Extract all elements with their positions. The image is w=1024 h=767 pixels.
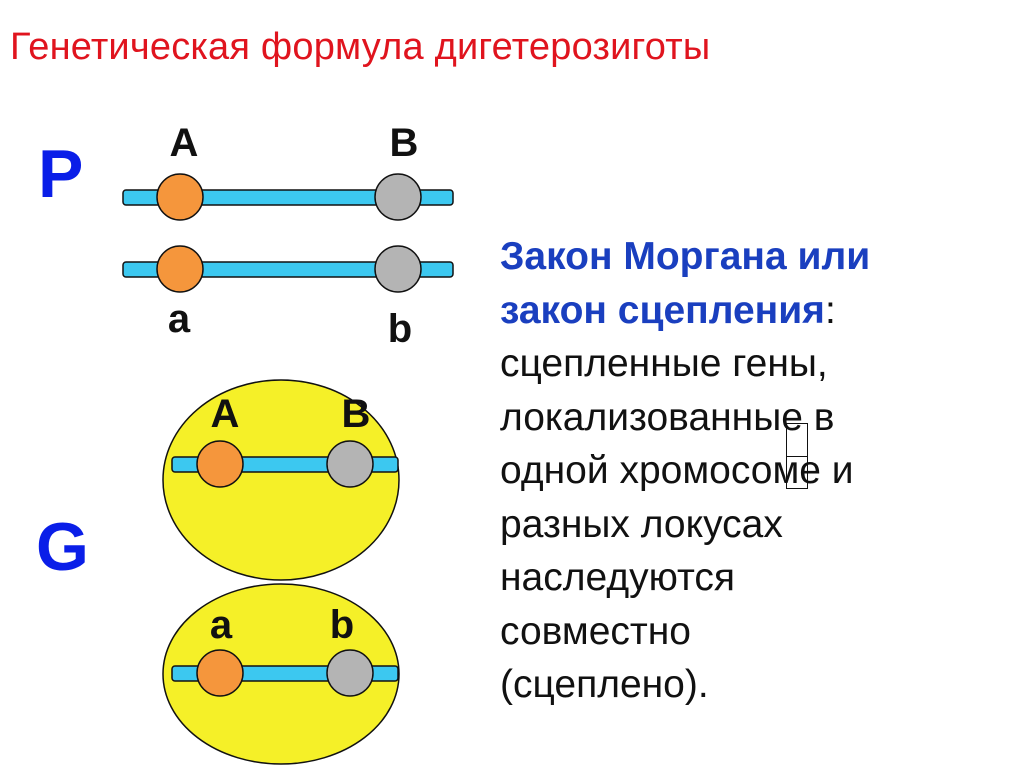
law-body-line: разных локусах	[500, 502, 783, 546]
allele-label: b	[330, 603, 354, 647]
allele-label: B	[390, 121, 419, 165]
slide-title: Генетическая формула дигетерозиготы	[10, 26, 711, 68]
allele-label: a	[210, 603, 233, 647]
allele-label: B	[342, 392, 371, 436]
allele-label: a	[168, 297, 191, 341]
gamete-cell: A B	[162, 379, 400, 581]
law-body-line: локализованные в	[500, 395, 835, 439]
law-description: Закон Моргана или закон сцепления: сцепл…	[500, 230, 1000, 712]
placeholder-glyph-icon	[786, 423, 808, 489]
law-body-line: совместно	[500, 609, 692, 653]
parent-generation-label: P	[38, 136, 84, 212]
law-heading-line: закон сцепления:	[500, 288, 836, 332]
gamete-cell: a b	[162, 583, 400, 765]
parent-chromosome-top: A B	[122, 121, 454, 221]
allele-label: b	[388, 307, 412, 351]
allele-label: A	[170, 121, 199, 165]
allele-label: A	[211, 392, 240, 436]
gene-locus-b	[326, 440, 374, 488]
gene-locus-b	[326, 649, 374, 697]
law-body-line: одной хромосоме и	[500, 449, 854, 492]
law-body-line: сцепленные гены,	[500, 342, 828, 385]
gene-locus-a	[196, 649, 244, 697]
gene-locus-b	[374, 245, 422, 293]
gene-locus-b	[374, 173, 422, 221]
gene-locus-a	[156, 245, 204, 293]
law-body-line: наследуются	[500, 556, 736, 599]
gene-locus-a	[156, 173, 204, 221]
law-body-line: (сцеплено).	[500, 663, 709, 706]
gamete-generation-label: G	[36, 509, 89, 585]
gene-locus-a	[196, 440, 244, 488]
parent-chromosome-bottom: a b	[122, 245, 454, 351]
law-heading-line: Закон Моргана или	[500, 235, 871, 278]
